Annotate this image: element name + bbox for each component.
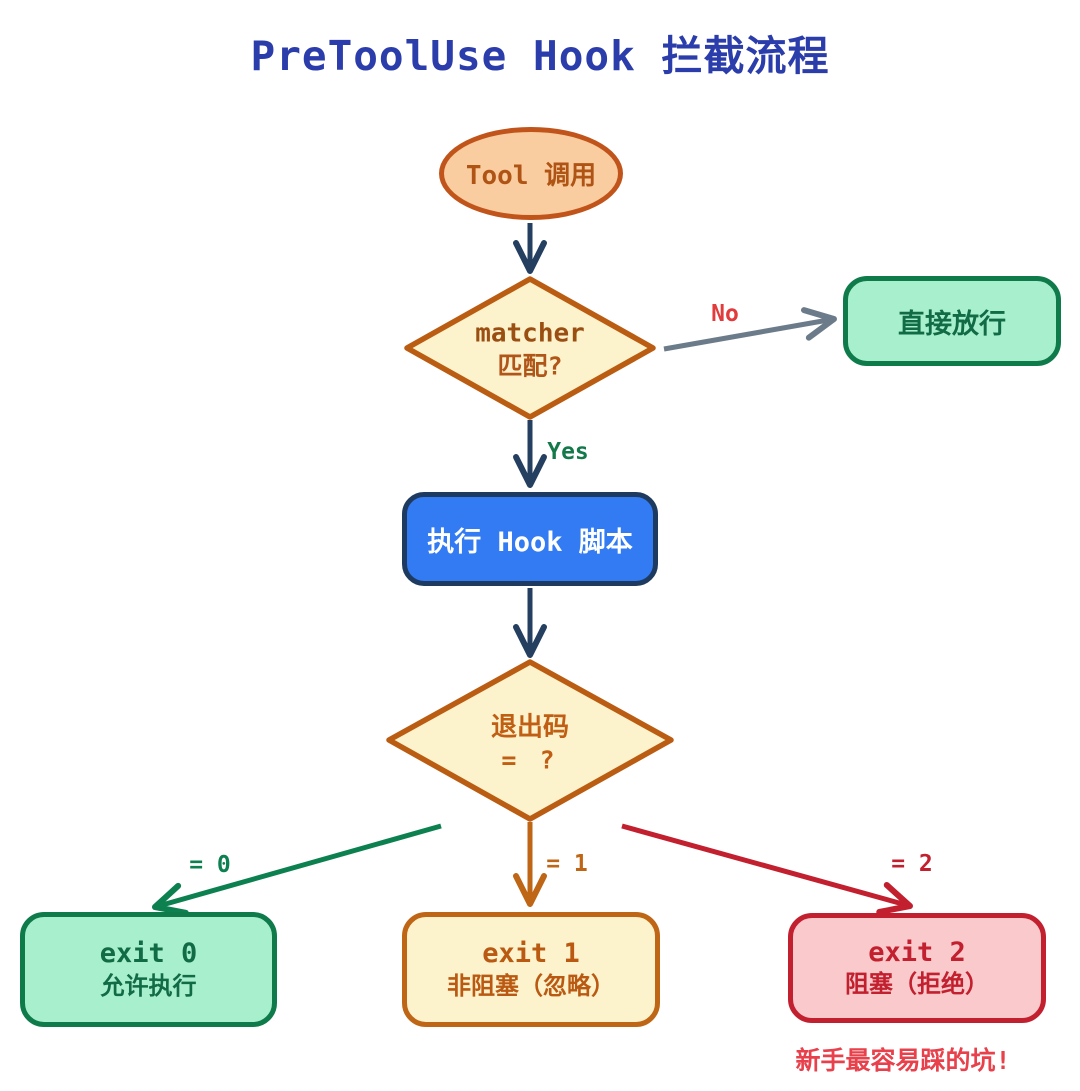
- edge-no-to-pass: [663, 307, 837, 352]
- matcher-diamond-text: matcher 匹配?: [475, 318, 585, 383]
- pass-through-label: 直接放行: [898, 308, 1006, 340]
- exit1-line1: exit 1: [482, 938, 580, 970]
- exit-code-line2: = ?: [501, 745, 559, 774]
- matcher-line1: matcher: [475, 318, 585, 349]
- pitfall-caption: 新手最容易踩的坑!: [795, 1046, 1011, 1075]
- tool-call-label: Tool 调用: [465, 161, 597, 191]
- edge-label-eq1: = 1: [546, 851, 588, 877]
- exit-code-diamond-text: 退出码 = ?: [491, 712, 569, 777]
- edge-label-no: No: [711, 301, 739, 327]
- node-exit-0: exit 0 允许执行: [20, 912, 277, 1027]
- run-hook-label: 执行 Hook 脚本: [427, 526, 633, 558]
- exit2-line2: 阻塞（拒绝）: [845, 970, 989, 999]
- edge-label-yes: Yes: [547, 439, 589, 465]
- edge-label-eq2: = 2: [891, 851, 933, 877]
- edge-label-eq0: = 0: [189, 852, 231, 878]
- exit-code-decision-diamond: [386, 659, 674, 822]
- exit0-line2: 允许执行: [100, 971, 197, 1000]
- node-tool-call: Tool 调用: [439, 127, 623, 220]
- exit1-line2: 非阻塞（忽略）: [447, 971, 615, 1000]
- edge-eq0-to-exit0: [152, 823, 442, 916]
- node-run-hook-script: 执行 Hook 脚本: [402, 492, 658, 586]
- page-title: PreToolUse Hook 拦截流程: [250, 32, 830, 80]
- matcher-line2: 匹配?: [497, 351, 563, 380]
- matcher-decision-diamond: [404, 276, 656, 420]
- node-pass-through: 直接放行: [843, 276, 1061, 366]
- exit2-line1: exit 2: [868, 936, 966, 968]
- node-exit-1: exit 1 非阻塞（忽略）: [402, 912, 660, 1027]
- node-exit-2: exit 2 阻塞（拒绝）: [788, 913, 1046, 1023]
- edge-eq2-to-exit2: [621, 823, 913, 915]
- exit0-line1: exit 0: [99, 938, 198, 970]
- exit-code-line1: 退出码: [490, 712, 570, 743]
